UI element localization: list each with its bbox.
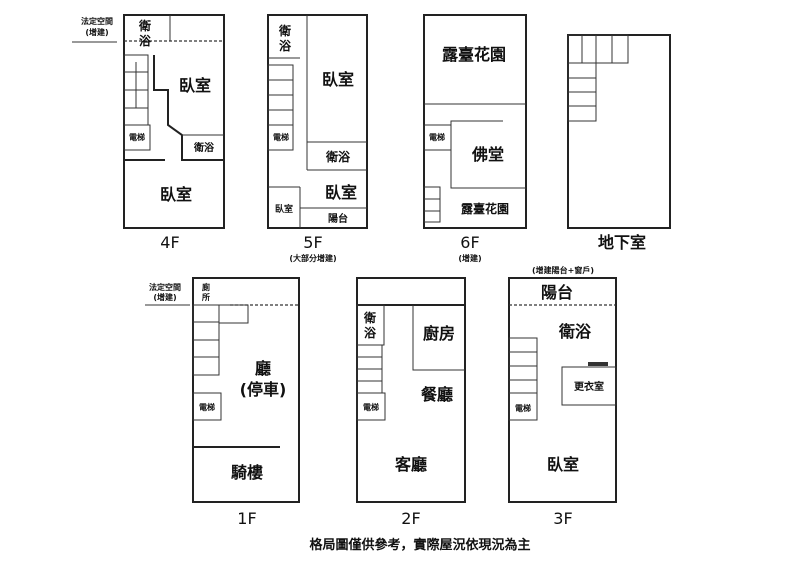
floor-label: 5F — [303, 233, 322, 252]
room-label: 電梯 — [199, 402, 215, 412]
room-label: 臥室 — [160, 185, 192, 204]
room-label: 餐廳 — [420, 385, 453, 404]
room-label: 浴 — [279, 38, 292, 53]
floor-2f: 衛 浴 廚房 餐廳 電梯 客廳 2F — [356, 277, 466, 528]
room-label: 衛 — [138, 18, 151, 33]
room-label: 臥室 — [325, 183, 357, 202]
floor-note: (大部分增建) — [289, 253, 336, 263]
room-label: 客廳 — [395, 455, 427, 474]
room-label: 所 — [201, 292, 210, 302]
room-label: 衛 — [363, 310, 376, 325]
room-label: 騎樓 — [231, 463, 263, 482]
room-label: 廁 — [202, 282, 210, 292]
room-label: 廚房 — [423, 324, 455, 343]
floor-note: (增建陽台+窗戶) — [532, 265, 594, 275]
disclaimer: 格局圖僅供參考，實際屋況依現況為主 — [309, 537, 530, 553]
floor-6f: 露臺花園 電梯 佛堂 露臺花園 6F (增建) — [423, 14, 527, 263]
room-label: 臥室 — [275, 203, 293, 215]
room-label: 浴 — [364, 325, 377, 340]
floor-label: 3F — [553, 509, 572, 528]
floor-label: 2F — [401, 509, 420, 528]
room-label: 陽台 — [328, 212, 348, 225]
floor-4f: 法定空間 (增建) 衛 浴 臥室 衛浴 臥室 電梯 4F — [72, 14, 225, 252]
room-label: 衛浴 — [193, 141, 215, 154]
room-label: 臥室 — [322, 70, 354, 89]
room-label: 電梯 — [129, 132, 145, 142]
floor-1f: 法定空間 (增建) 廁 所 廳 (停車) 電梯 騎樓 1F — [145, 277, 300, 528]
room-label: 電梯 — [273, 132, 289, 142]
annotation: (增建) — [85, 27, 108, 37]
floor-basement: 地下室 — [567, 34, 671, 252]
floor-note: (增建) — [458, 253, 481, 263]
annotation: 法定空間 — [149, 282, 181, 292]
room-label: 更衣室 — [574, 380, 604, 393]
room-label: 廳 — [255, 359, 271, 378]
floor-label: 1F — [237, 509, 256, 528]
annotation: (增建) — [153, 292, 176, 302]
room-label: 衛浴 — [325, 149, 351, 164]
room-label: 臥室 — [179, 76, 211, 95]
floor-label: 地下室 — [598, 233, 646, 252]
room-label: 衛 — [278, 23, 291, 38]
room-label: 電梯 — [429, 132, 445, 142]
annotation: 法定空間 — [81, 16, 113, 26]
floor-5f: 衛 浴 臥室 衛浴 臥室 臥室 陽台 電梯 5F (大部分增建) — [267, 14, 368, 263]
room-label: 佛堂 — [471, 145, 504, 164]
floor-label: 4F — [160, 233, 179, 252]
floor-label: 6F — [460, 233, 479, 252]
room-label: 浴 — [139, 33, 152, 48]
room-label: 陽台 — [541, 283, 573, 302]
elevator — [123, 124, 151, 151]
room-label: 電梯 — [515, 403, 531, 413]
room-label: 露臺花園 — [442, 45, 506, 64]
room-label: 臥室 — [547, 455, 579, 474]
room-label: 露臺花園 — [461, 201, 509, 216]
room-label: 電梯 — [363, 402, 379, 412]
floor-3f: (增建陽台+窗戶) 陽台 衛浴 電梯 更衣室 臥室 3F — [508, 265, 617, 528]
room-label: 衛浴 — [558, 322, 592, 341]
room-label: (停車) — [240, 380, 287, 399]
